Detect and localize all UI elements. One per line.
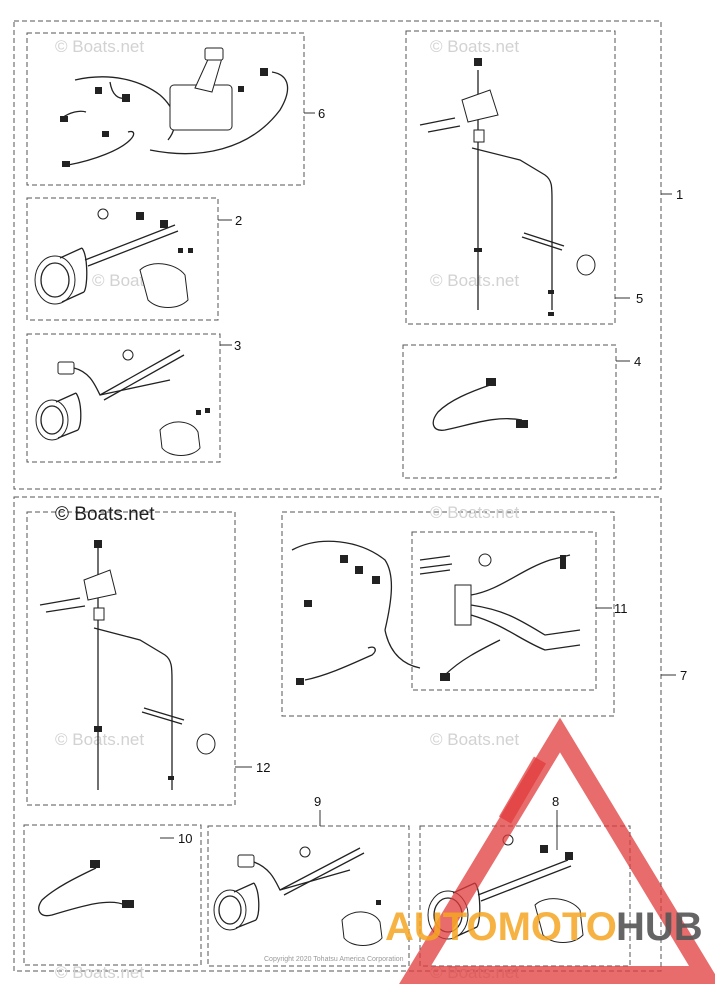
callout-6: 6	[318, 106, 325, 121]
box-6	[26, 32, 305, 186]
box-4	[402, 344, 617, 479]
copyright-notice: Copyright 2020 Tohatsu America Corporati…	[264, 956, 404, 963]
callout-4: 4	[634, 354, 641, 369]
group-box-1	[13, 20, 662, 490]
callout-12: 12	[256, 760, 270, 775]
throttle-linkage-drawing	[419, 58, 596, 316]
box-9	[207, 825, 410, 967]
remote-control-box-drawing	[60, 47, 289, 167]
watermark: © Boats.net	[55, 963, 144, 982]
watermark: © Boats.net	[55, 37, 144, 56]
watermark: © Boats.net	[430, 37, 519, 56]
callout-10: 10	[178, 831, 192, 846]
group-box-7	[13, 496, 662, 972]
wiring-harness-drawing	[291, 540, 581, 685]
box-3	[26, 333, 221, 463]
hour-meter-kit-drawing-9	[213, 846, 383, 946]
callout-3: 3	[234, 338, 241, 353]
box-12	[26, 511, 236, 806]
hour-meter-kit-drawing	[35, 349, 210, 456]
box-2	[26, 197, 219, 321]
watermark: © Boats.net	[430, 730, 519, 749]
box-11	[281, 511, 615, 717]
callout-1: 1	[676, 187, 683, 202]
watermark: © Boats.net	[430, 503, 519, 522]
callout-7: 7	[680, 668, 687, 683]
callout-5: 5	[636, 291, 643, 306]
lead-wire-drawing-10	[38, 860, 134, 917]
watermark-dark: © Boats.net	[55, 504, 155, 525]
callout-11: 11	[614, 601, 628, 616]
box-10	[23, 824, 202, 966]
callout-8: 8	[552, 794, 559, 809]
box-11-inner	[411, 531, 597, 691]
logo-text-automoto: AUTOMOTO	[385, 905, 617, 949]
lead-wire-drawing	[432, 378, 528, 431]
automotohub-logo: AUTOMOTO HUB	[385, 717, 715, 984]
throttle-linkage-drawing-12	[39, 540, 216, 790]
tachometer-kit-drawing	[34, 208, 193, 308]
box-8	[419, 825, 631, 967]
logo-text-hub: HUB	[616, 905, 703, 949]
box-5	[405, 30, 616, 325]
callout-9: 9	[314, 794, 321, 809]
watermark: © Boats.net	[430, 271, 519, 290]
watermark: © Boats.net	[55, 730, 144, 749]
callout-2: 2	[235, 213, 242, 228]
